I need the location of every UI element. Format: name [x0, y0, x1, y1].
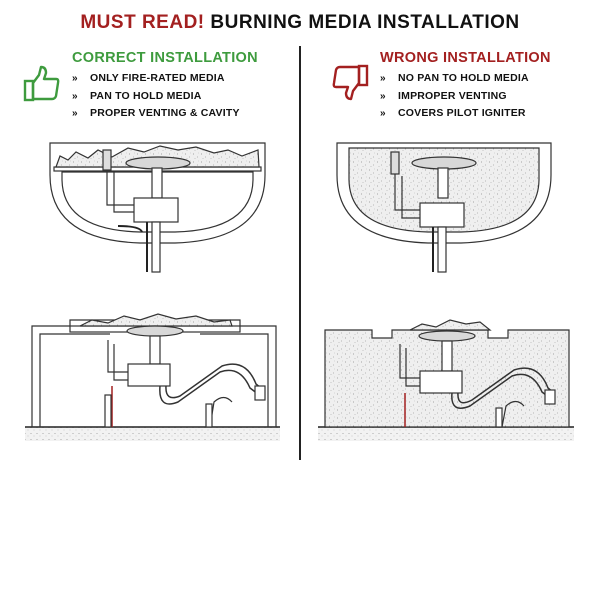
- list-item: »PROPER VENTING & CAVITY: [72, 107, 240, 119]
- list-item: »COVERS PILOT IGNITER: [380, 107, 526, 119]
- correct-heading: CORRECT INSTALLATION: [72, 50, 258, 66]
- list-item: »NO PAN TO HOLD MEDIA: [380, 72, 529, 84]
- wrong-heading: WRONG INSTALLATION: [380, 50, 551, 66]
- list-item: »IMPROPER VENTING: [380, 89, 507, 102]
- wrong-list: »NO PAN TO HOLD MEDIA »IMPROPER VENTING …: [380, 70, 600, 123]
- thumbs-down-icon: [330, 62, 370, 107]
- correct-bowl-diagram: [49, 142, 266, 273]
- correct-table-diagram: [25, 313, 280, 441]
- center-divider: [299, 46, 301, 460]
- title-highlight: MUST READ!: [80, 12, 205, 33]
- thumbs-up-icon: [22, 64, 62, 109]
- correct-panel-header: CORRECT INSTALLATION »ONLY FIRE-RATED ME…: [72, 50, 332, 123]
- title-text: BURNING MEDIA INSTALLATION: [210, 12, 520, 33]
- correct-list: »ONLY FIRE-RATED MEDIA »PAN TO HOLD MEDI…: [72, 70, 332, 123]
- page-title: MUST READ! BURNING MEDIA INSTALLATION: [0, 12, 600, 34]
- list-item: »PAN TO HOLD MEDIA: [72, 89, 202, 102]
- list-item: »ONLY FIRE-RATED MEDIA: [72, 72, 225, 84]
- wrong-bowl-diagram: [336, 142, 552, 273]
- wrong-table-diagram: [318, 319, 574, 441]
- wrong-panel-header: WRONG INSTALLATION »NO PAN TO HOLD MEDIA…: [380, 50, 600, 123]
